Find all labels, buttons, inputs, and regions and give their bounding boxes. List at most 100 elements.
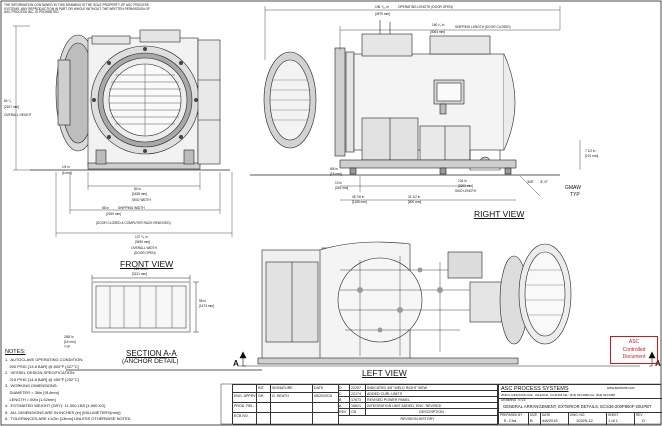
notes-heading: NOTES: [5,349,26,355]
revision-history-title: REVISION HISTORY [338,416,498,425]
operating-length-mm: [4979 mm] [375,12,391,16]
note-line: 6. TOLERANCES ARE ±1/2in [13mm] UNLESS O… [5,416,131,422]
drawing-number-cell: DWG. NO. 10325-12 [569,412,607,425]
dim-10: 10 in [335,181,342,185]
dim-45-78: 45 7/8 in [352,195,365,199]
skid-width-dimension: 84 in [134,187,141,191]
section-height-mm: [1473 mm] [199,304,215,308]
overall-width-mm: [3495 mm] [135,240,151,244]
dim-126: 126 in [458,179,467,183]
section-aa-subtitle: (ANCHOR DETAIL) [122,358,179,365]
prepared-by-value: E. Cha [504,417,517,423]
revision-head-desc: DESCRIPTION [366,409,498,416]
dim-quarter-inch: 1/4 in [62,165,70,169]
section-aa-drawing [66,275,262,371]
approval-col-init: INT. [257,385,271,393]
date-label: DATE [542,412,551,417]
overall-width-dimension: 137 ⁵⁄₈ in [135,235,148,239]
skid-width-label: SKID WIDTH [132,198,151,202]
operating-length-dimension: 196 ⁹⁄₁₆ in [375,5,389,9]
gmaw-typ-label: TYP [570,192,580,198]
revision-head-rev: REV [338,409,350,416]
skid-length-label: SKID LENGTH [455,189,477,193]
dim-5-8-mm: [16 mm] [330,172,342,176]
rev-value: D [642,417,645,423]
revision-desc: ADDED CURL UNITS [366,391,498,397]
note-line: LENGTH = 60in [1.52mm] [5,396,56,402]
right-view-title: RIGHT VIEW [474,209,525,219]
front-view-dimensions [13,25,233,237]
size-cell: SIZE B [529,412,541,425]
note-line: 1. AUTOCLAVE OPERATING CONDITION: [5,357,84,362]
section-aa-title: SECTION A-A [126,349,177,358]
section-small-dimension: 25/8 in [64,335,74,339]
drawing-number-label: DWG. NO. [570,412,586,417]
overall-height-mm: [2157 mm] [4,105,20,109]
approval-col-signature: SIGNATURE [271,385,313,393]
company-title-block: ASC PROCESS SYSTEMS www.aschome.com 2840… [498,384,662,425]
prepared-by-cell: PREPARED BY E. Cha [499,412,529,425]
front-view-title: FRONT VIEW [120,259,174,269]
front-view-drawing [30,29,230,171]
shipping-length-dimension: 160 ¹⁄₂ in [432,23,445,27]
proprietary-notice: THE INFORMATION CONTAINED IN THIS DRAWIN… [4,3,150,15]
operating-length-label: OPERATING LENGTH (DOOR OPEN) [398,5,453,9]
right-view-drawing [250,20,560,176]
prepared-by-label: PREPARED BY [500,412,523,417]
shipping-width-mm: [2159 mm] [106,212,122,216]
revision-ecn: 17673 [350,397,366,403]
approval-row-signature: G. HEATH [271,393,313,403]
controlled-document-stamp: ASC Controlled Document [610,336,658,364]
note-line: 2. VESSEL DESIGN SPECIFICATION: [5,370,76,376]
section-small-typ: TYP [64,345,71,349]
dim-10-mm: [254 mm] [335,186,349,190]
revision-history-table: D 22257 INDICATED 3/8" WELD RIGHT VIEW C… [338,384,498,425]
section-cut-arrows [239,351,656,367]
revision-rev: D [338,385,350,391]
date-value: 4/8/2015 [542,417,558,423]
stamp-line-3: Document [622,354,646,360]
shipping-length-label: SHIPPING LENGTH (DOOR CLOSED) [455,25,511,29]
revision-rev: C [338,391,350,397]
skid-width-mm: [1638 mm] [132,192,148,196]
overall-height-label: OVERALL HEIGHT [4,113,32,117]
note-line: 215 PSIG [14.8 BAR] @ 450°F [232°C] [5,376,79,382]
revision-desc: REVISED POWER PANEL [366,397,498,403]
right-view-dimensions [264,6,581,201]
overall-height-dimension: 84 ⁷⁄₈ [4,99,12,103]
dim-7-half-mm: [191 mm] [585,154,599,158]
note-line: DIAMETER = 36in [914mm] [5,389,59,395]
drawing-title-label: DRAWING TITLE [501,398,526,402]
rev-cell: REV D [635,412,662,425]
overall-width-sub: (DOOR OPEN) [134,251,156,255]
section-small-mm: [16 mm] [64,340,76,344]
size-label: SIZE [530,412,538,417]
dim-5-8: 5/8 in [330,167,338,171]
section-width-mm: [3131 mm] [132,272,148,276]
revision-ecn: 22174 [350,391,366,397]
note-line: 4. ESTIMATED WEIGHT (DRY): 11,000 LBS [4… [5,403,106,409]
dim-7-half: 7 1/2 in [585,149,596,153]
drawing-title: GENERAL ARRANGEMENT, EXTERIOR DETAILS, E… [503,404,652,409]
shipping-width-dimension: 85 in [102,206,109,210]
revision-head-ecn: CN [350,409,366,416]
shipping-length-mm: [4064 mm] [430,30,446,34]
weld-pitch: 3'-0" [540,179,548,184]
section-width-dimension: 123 1/4 in [134,267,149,271]
approval-table: INT. SIGNATURE DATE ENG. APPRV. GH G. HE… [232,384,339,425]
rev-label: REV [636,412,643,417]
section-height-dimension: 58 in [199,299,206,303]
sheet-value: 1 of 1 [608,417,619,423]
door-closed-note: (DOOR CLOSED & COMPUTER RACK REMOVED) [96,221,171,225]
company-address: 28402 LIVINGSTON AVE., VALENCIA, CA 9135… [501,393,615,397]
approval-row-label: ENG. APPRV. [233,393,257,403]
revision-ecn: 16621 [350,403,366,409]
revision-rev: B [338,397,350,403]
dim-quarter-inch-mm: [6 mm] [62,171,72,175]
revision-desc: INTEGRATION UNIT ADDED, ENC. REVISED [366,403,498,409]
note-line: 5. ALL DIMENSIONS ARE IN INCHES (in) [MI… [5,409,121,415]
sheet-label: SHEET [608,412,619,417]
date-cell: DATE 4/8/2015 [541,412,569,425]
approval-col-date: DATE [313,385,339,393]
